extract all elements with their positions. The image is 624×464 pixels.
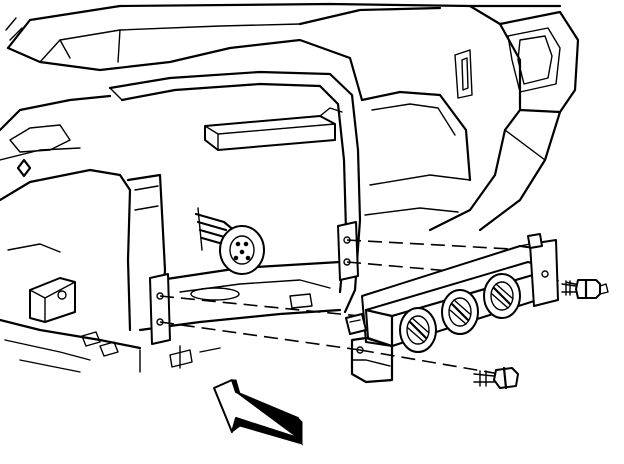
knob-center [441, 289, 479, 335]
console-opening [108, 70, 472, 314]
left-side-structure [0, 94, 167, 373]
hvac-control-head [345, 233, 559, 384]
alignment-lines [159, 239, 586, 375]
screw-icon [561, 278, 609, 300]
dashboard-top [5, 2, 562, 102]
knob-right [483, 273, 521, 319]
knob-left [399, 307, 437, 353]
arrow-icon [213, 379, 304, 446]
mounting-bracket [149, 221, 359, 345]
upper-right-vent [428, 4, 580, 232]
wire-harness-connector [194, 207, 265, 275]
screw-icon [473, 366, 519, 390]
